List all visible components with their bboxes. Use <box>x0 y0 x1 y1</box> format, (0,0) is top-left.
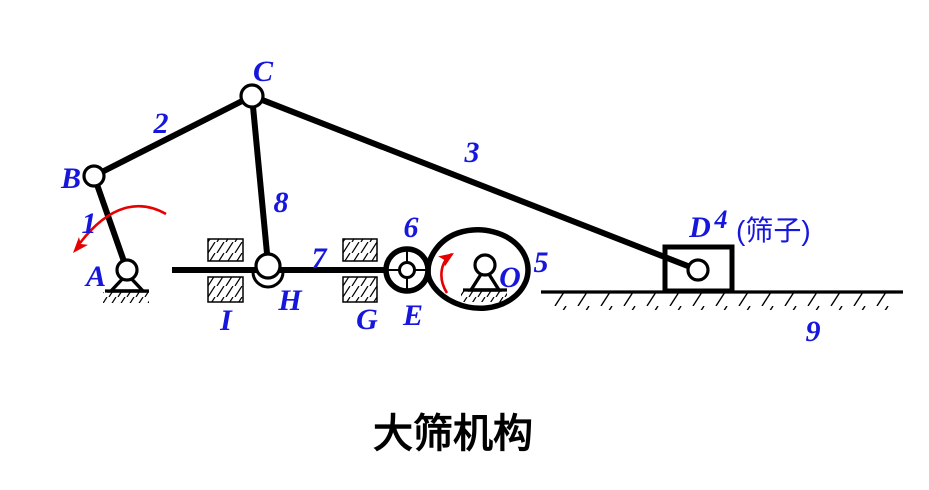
guide-g-upper-block <box>342 238 378 262</box>
label-link-5: 5 <box>534 246 549 279</box>
link-2 <box>92 93 254 179</box>
sieve-annotation: (筛子) <box>736 215 811 246</box>
label-d: D <box>688 211 711 244</box>
joint-h <box>251 252 285 289</box>
joint-c-pin <box>239 83 265 109</box>
cam-rotation-arrow-head <box>438 253 454 267</box>
fixed-pivot-o <box>461 253 507 302</box>
cam-rotation-arrow <box>438 252 454 294</box>
crank-rotation-arrow-arc <box>78 204 167 244</box>
pivot-o-pin <box>473 253 497 277</box>
label-i: I <box>219 304 233 337</box>
joint-h-pin <box>254 252 282 280</box>
label-link-4: 4 <box>714 205 728 234</box>
label-e: E <box>402 299 423 332</box>
wheel-6 <box>383 246 431 294</box>
joint-d-pin <box>686 258 710 282</box>
label-link-3: 3 <box>464 136 480 169</box>
label-b: B <box>60 162 81 195</box>
joint-h-ring <box>251 271 285 289</box>
label-link-9: 9 <box>806 315 821 348</box>
label-c: C <box>253 55 274 88</box>
link-1-crank <box>91 175 130 271</box>
crank-rotation-arrow-head <box>73 236 89 253</box>
label-g: G <box>356 303 378 336</box>
label-link-8: 8 <box>274 186 289 219</box>
joint-a-pin <box>115 258 139 282</box>
pivot-a-ground-hatching <box>103 292 149 303</box>
pivot-o-ground-hatching <box>461 291 507 302</box>
guide-g <box>342 238 378 303</box>
ground-9-hatching <box>545 293 890 310</box>
ground-9 <box>541 290 903 310</box>
label-link-2: 2 <box>153 107 169 140</box>
guide-i-upper-block <box>207 238 244 262</box>
label-o: O <box>499 261 521 294</box>
label-h: H <box>277 284 303 317</box>
guide-i <box>207 238 244 303</box>
label-link-1: 1 <box>82 207 97 240</box>
fixed-pivot-a <box>103 258 149 303</box>
guide-g-lower-block <box>342 276 378 303</box>
label-link-6: 6 <box>404 211 419 244</box>
label-link-7: 7 <box>312 242 328 275</box>
link-3 <box>250 93 700 273</box>
guide-i-lower-block <box>207 276 244 303</box>
link-8 <box>249 95 271 265</box>
diagram-title: 大筛机构 <box>373 412 533 456</box>
joint-b-pin <box>82 164 106 188</box>
crank-rotation-arrow <box>73 204 167 253</box>
wheel-6-hub <box>398 261 416 279</box>
label-a: A <box>84 260 106 293</box>
